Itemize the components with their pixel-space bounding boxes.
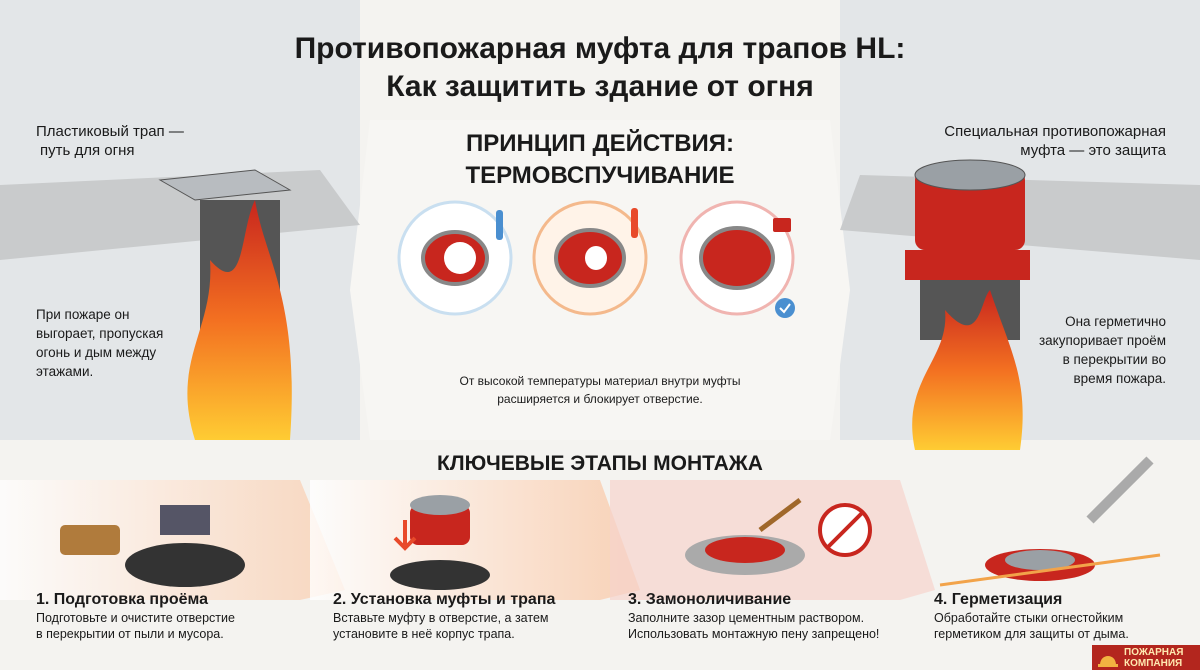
step-desc-line: в перекрытии от пыли и мусора. — [36, 627, 224, 641]
left-body-line: этажами. — [36, 364, 94, 379]
step-desc: Подготовьте и очистите отверстие в перекр… — [36, 610, 235, 642]
right-heading-line: муфта — это защита — [1020, 142, 1166, 159]
right-heading: Специальная противопожарная муфта — это … — [944, 122, 1166, 160]
stage-heated — [532, 200, 648, 316]
step-title: 1. Подготовка проёма — [36, 591, 209, 608]
step2-illustration — [390, 495, 490, 590]
step-desc: Вставьте муфту в отверстие, а затем устан… — [333, 610, 549, 642]
step-desc-line: Вставьте муфту в отверстие, а затем — [333, 611, 549, 625]
step-desc-line: герметиком для защиты от дыма. — [934, 627, 1129, 641]
right-body-line: в перекрытии во — [1062, 352, 1166, 367]
right-body-line: время пожара. — [1073, 371, 1166, 386]
step-desc: Обработайте стыки огнестойким герметиком … — [934, 610, 1129, 642]
logo-line: КОМПАНИЯ — [1124, 657, 1183, 669]
thermometer-hot-icon — [631, 208, 638, 238]
stage-cold — [397, 200, 513, 316]
stage-sealed — [679, 200, 795, 318]
step-title: 3. Замоноличивание — [628, 591, 792, 608]
step4-illustration — [939, 456, 1161, 587]
fire-sleeve-drain — [905, 159, 1030, 450]
step-desc: Заполните зазор цементным раствором. Испо… — [628, 610, 879, 642]
step-desc-line: Обработайте стыки огнестойким — [934, 611, 1124, 625]
left-body: При пожаре он выгорает, пропуская огонь … — [36, 305, 163, 381]
right-body-line: закупоривает проём — [1038, 333, 1166, 348]
steps-heading: КЛЮЧЕВЫЕ ЭТАПЫ МОНТАЖА — [437, 452, 763, 475]
logo-line: ПОЖАРНАЯ — [1124, 646, 1184, 658]
flame-icon — [187, 200, 292, 440]
step1-illustration — [60, 505, 245, 587]
flame-icon — [912, 290, 1023, 450]
step-desc-line: Заполните зазор цементным раствором. — [628, 611, 865, 625]
step-title: 2. Установка муфты и трапа — [333, 591, 556, 608]
left-body-line: выгорает, пропуская — [36, 326, 164, 341]
caption-line: расширяется и блокирует отверстие. — [497, 392, 703, 406]
plastic-drain-burning — [158, 169, 292, 440]
lock-icon — [773, 218, 791, 232]
left-heading: Пластиковый трап — путь для огня — [36, 122, 184, 160]
step-title: 4. Герметизация — [934, 591, 1063, 608]
left-heading-line: путь для огня — [40, 142, 135, 159]
principle-caption: От высокой температуры материал внутри м… — [380, 372, 820, 408]
right-body: Она герметично закупоривает проём в пере… — [1039, 312, 1166, 388]
caption-line: От высокой температуры материал внутри м… — [459, 374, 741, 388]
step-desc-line: установите в неё корпус трапа. — [333, 627, 515, 641]
left-body-line: При пожаре он — [36, 307, 130, 322]
title-line: Как защитить здание от огня — [386, 70, 814, 103]
step3-illustration — [685, 498, 872, 575]
thermometer-cold-icon — [496, 210, 503, 240]
right-body-line: Она герметично — [1065, 314, 1166, 329]
right-heading-line: Специальная противопожарная — [944, 123, 1166, 140]
step-desc-line: Использовать монтажную пену запрещено! — [628, 627, 880, 641]
helmet-icon — [1098, 655, 1118, 667]
principle-heading-line: ПРИНЦИП ДЕЙСТВИЯ: — [465, 130, 735, 157]
left-heading-line: Пластиковый трап — — [36, 123, 184, 140]
principle-heading: ПРИНЦИП ДЕЙСТВИЯ: ТЕРМОВСПУЧИВАНИЕ — [380, 128, 820, 192]
step-desc-line: Подготовьте и очистите отверстие — [36, 611, 235, 625]
title-line: Противопожарная муфта для трапов HL: — [294, 32, 906, 65]
page-title: Противопожарная муфта для трапов HL: Как… — [0, 30, 1200, 106]
principle-heading-line: ТЕРМОВСПУЧИВАНИЕ — [465, 162, 735, 189]
left-body-line: огонь и дым между — [36, 345, 157, 360]
check-icon — [775, 298, 795, 318]
